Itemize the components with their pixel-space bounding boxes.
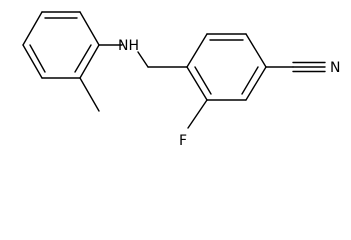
nitrile-triple-bond <box>292 61 326 73</box>
fluorine-label: F <box>179 133 187 149</box>
nitrile-nitrogen-label: N <box>330 60 340 76</box>
methyl-bond <box>79 77 100 112</box>
nh-to-ch2-bond <box>137 51 149 68</box>
c-f-bond <box>187 99 208 129</box>
nh-label: NH <box>118 38 139 54</box>
fluorobenzonitrile-ring <box>186 33 267 101</box>
chemical-structure-diagram: NH F N <box>22 11 340 149</box>
tolyl-ring <box>22 11 100 79</box>
